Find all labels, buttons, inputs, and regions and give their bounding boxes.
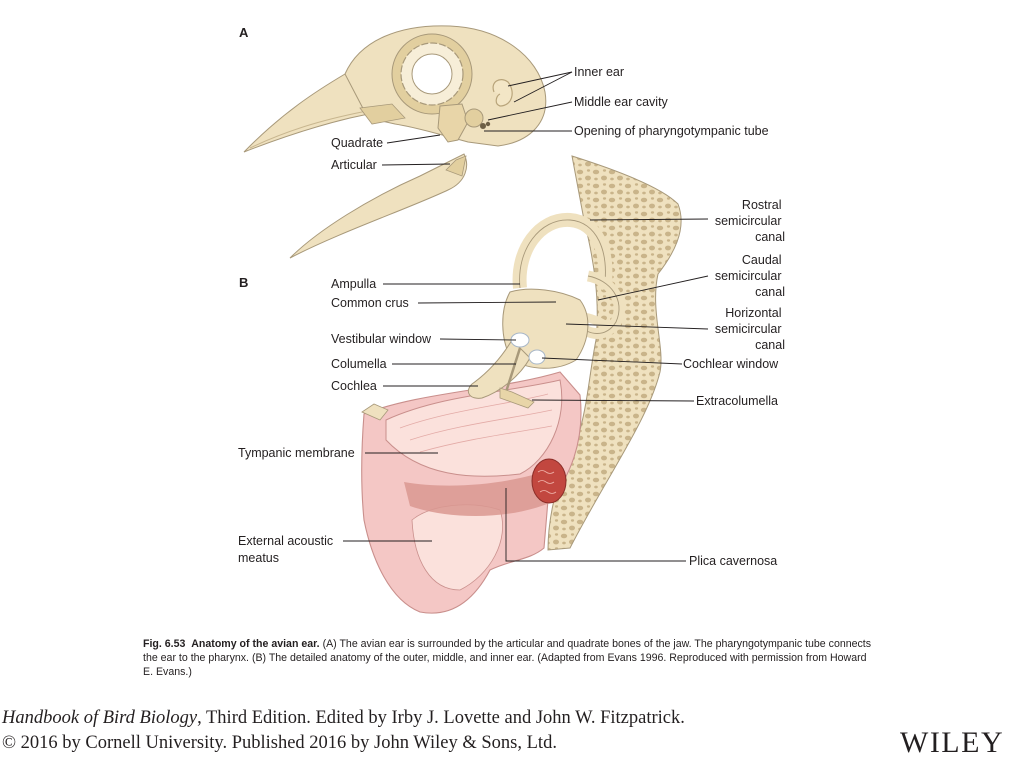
pharyngotympanic-opening — [480, 123, 486, 129]
label-ampulla: Ampulla — [331, 277, 376, 291]
skull-illustration — [243, 25, 547, 259]
label-common-crus: Common crus — [331, 296, 409, 310]
cochlear-window — [528, 349, 546, 365]
label-caudal-semicircular-canal: Caudal semicircular canal — [715, 253, 785, 299]
book-citation: Handbook of Bird Biology, Third Edition.… — [2, 706, 862, 756]
quadrate-bone — [437, 103, 469, 143]
panel-b: B — [238, 155, 785, 614]
label-external-acoustic-meatus: External acoustic meatus — [238, 534, 337, 565]
label-middle-ear-cavity: Middle ear cavity — [574, 95, 669, 109]
ear-illustration — [361, 155, 682, 614]
caption-title: Anatomy of the avian ear. — [191, 638, 320, 650]
citation-book-title: Handbook of Bird Biology — [2, 708, 198, 728]
citation-line-1: Handbook of Bird Biology, Third Edition.… — [2, 706, 862, 731]
label-tympanic-membrane: Tympanic membrane — [238, 446, 355, 460]
citation-line-2: © 2016 by Cornell University. Published … — [2, 733, 557, 753]
label-inner-ear: Inner ear — [574, 65, 624, 79]
label-rostral-semicircular-canal: Rostral semicircular canal — [715, 198, 785, 244]
label-cochlea: Cochlea — [331, 379, 377, 393]
lower-jaw — [289, 153, 468, 259]
columella — [504, 347, 522, 393]
label-columella: Columella — [331, 357, 387, 371]
label-extracolumella: Extracolumella — [696, 394, 778, 408]
caption-fig-id: Fig. 6.53 — [143, 638, 186, 650]
label-articular: Articular — [331, 158, 377, 172]
citation-line1-rest: , Third Edition. Edited by Irby J. Lovet… — [197, 708, 685, 728]
inner-ear-region — [492, 79, 513, 107]
muscle-band — [404, 470, 552, 517]
label-vestibular-window: Vestibular window — [331, 332, 432, 346]
plica-cavernosa — [531, 458, 567, 504]
figure-caption: Fig. 6.53 Anatomy of the avian ear. (A) … — [143, 637, 873, 679]
cochlea — [467, 339, 531, 399]
extracolumella — [499, 387, 535, 409]
label-plica-cavernosa: Plica cavernosa — [689, 554, 777, 568]
panel-b-letter: B — [239, 275, 248, 290]
label-cochlear-window: Cochlear window — [683, 357, 779, 371]
panel-a: A — [239, 25, 769, 259]
porous-bone — [547, 155, 682, 551]
panel-a-letter: A — [239, 25, 249, 40]
label-horizontal-semicircular-canal: Horizontal semicircular canal — [715, 306, 785, 352]
label-opening-pharyngotympanic-tube: Opening of pharyngotympanic tube — [574, 124, 769, 138]
publisher-logo: WILEY — [900, 726, 1005, 759]
caption-body: (A) The avian ear is surrounded by the a… — [143, 638, 872, 678]
label-quadrate: Quadrate — [331, 136, 383, 150]
upper-beak — [243, 73, 379, 153]
